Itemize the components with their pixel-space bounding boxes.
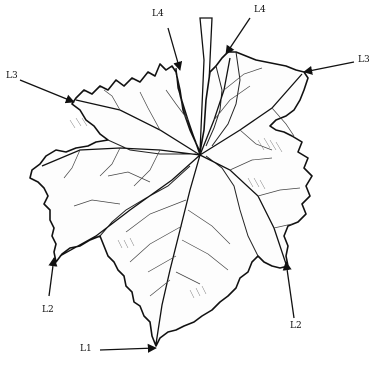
label-l4-left: L4 [152,10,164,19]
label-l1: L1 [80,345,92,354]
leaf-outline [30,52,312,346]
arrow-l4-right [226,18,250,54]
arrow-l2-right [286,262,294,318]
label-l3-right: L3 [358,56,370,65]
label-l2-left: L2 [42,306,54,315]
label-l4-right: L4 [254,6,266,15]
arrow-l3-right [304,62,354,72]
arrow-l1 [100,348,156,350]
label-l2-right: L2 [290,322,302,331]
label-l3-left: L3 [6,72,18,81]
arrow-l4-left [168,28,180,70]
arrow-l3-left [20,80,74,102]
arrow-l2-left [49,258,54,296]
